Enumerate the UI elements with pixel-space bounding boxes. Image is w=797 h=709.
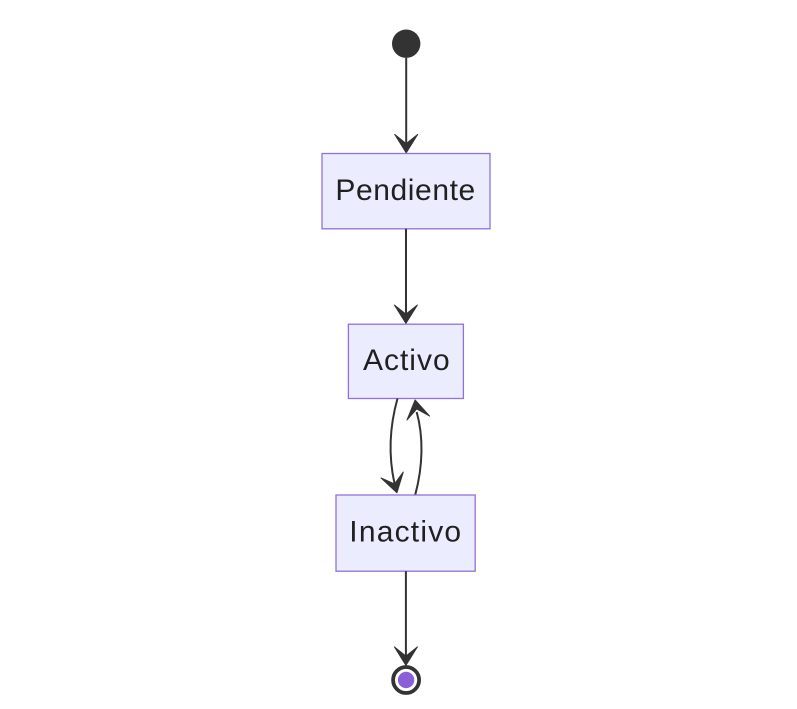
- svg-text:Pendiente: Pendiente: [335, 174, 476, 207]
- svg-text:Inactivo: Inactivo: [349, 516, 462, 549]
- svg-text:Activo: Activo: [363, 344, 451, 377]
